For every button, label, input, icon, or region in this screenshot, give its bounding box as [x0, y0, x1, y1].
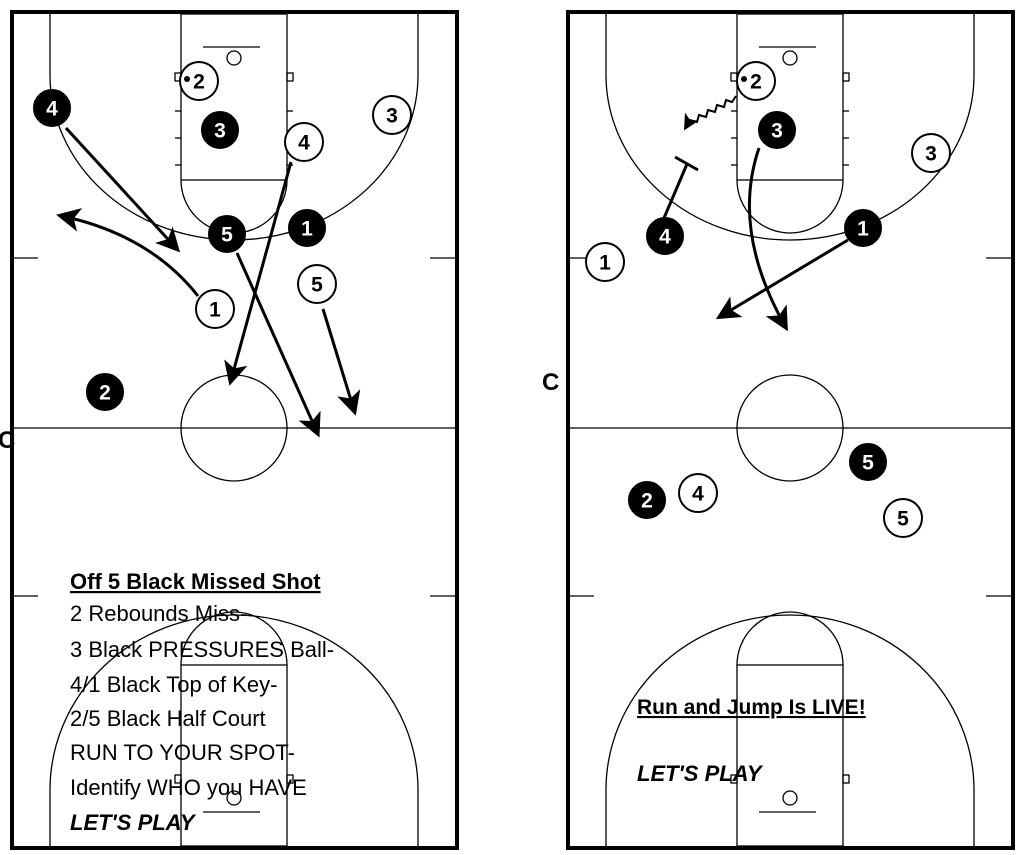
arrow-black-3: [747, 147, 788, 332]
movement-arrows: [662, 95, 849, 332]
player-black: 5: [208, 215, 246, 253]
note-line: Identify WHO you HAVE: [70, 775, 307, 800]
player-white: 2: [179, 61, 219, 101]
player-white: 2: [736, 61, 776, 101]
player-black: 1: [844, 209, 882, 247]
svg-text:1: 1: [857, 218, 869, 241]
note-line: 2/5 Black Half Court: [70, 706, 266, 731]
svg-text:5: 5: [897, 508, 909, 531]
note-line: 2 Rebounds Miss-: [70, 601, 247, 626]
player-white: 3: [372, 95, 412, 135]
arrow-white-5: [321, 308, 361, 416]
player-white: 4: [678, 473, 718, 513]
player-black: 4: [646, 217, 684, 255]
svg-text:4: 4: [46, 98, 58, 121]
svg-text:5: 5: [862, 452, 874, 475]
svg-text:3: 3: [386, 105, 398, 128]
svg-text:1: 1: [209, 299, 221, 322]
screen-black-4: [662, 163, 689, 219]
play-notes: Run and Jump Is LIVE! LET'S PLAY: [637, 696, 866, 786]
svg-text:3: 3: [214, 120, 226, 143]
player-white: 3: [911, 133, 951, 173]
arrow-black-1: [715, 238, 849, 320]
note-line: 3 Black PRESSURES Ball-: [70, 637, 334, 662]
left-court: C 4 3 5 1 2 2 3 4 1 5 Off 5 Black Missed…: [0, 10, 459, 850]
svg-text:4: 4: [659, 226, 671, 249]
arrow-black-5: [235, 252, 321, 438]
svg-text:5: 5: [311, 274, 323, 297]
arrow-white-4: [224, 161, 293, 386]
svg-text:2: 2: [99, 382, 111, 405]
notes-closing: LET'S PLAY: [70, 810, 197, 835]
svg-text:2: 2: [750, 71, 762, 94]
svg-text:5: 5: [221, 224, 233, 247]
dribble-arrow-white-2: [684, 95, 737, 131]
svg-text:2: 2: [641, 490, 653, 513]
arrow-black-4: [64, 126, 181, 253]
player-black: 2: [86, 373, 124, 411]
movement-arrows: [56, 126, 361, 438]
screen-bar: [674, 155, 699, 172]
player-white: 1: [195, 289, 235, 329]
notes-title: Off 5 Black Missed Shot: [70, 569, 321, 594]
player-black: 1: [288, 209, 326, 247]
note-line: 4/1 Black Top of Key-: [70, 672, 278, 697]
right-court: C 3 1 4 5 2 2 3 1 4 5 Run and Jump Is LI…: [542, 10, 1015, 850]
note-line: RUN TO YOUR SPOT-: [70, 740, 295, 765]
player-black: 5: [849, 443, 887, 481]
player-black: 2: [628, 481, 666, 519]
player-black: 4: [33, 89, 71, 127]
notes-title: Run and Jump Is LIVE!: [637, 696, 866, 719]
svg-text:4: 4: [298, 132, 310, 155]
player-white: 1: [585, 242, 625, 282]
player-white: 5: [883, 498, 923, 538]
arrow-white-1: [56, 208, 200, 297]
svg-text:3: 3: [925, 143, 937, 166]
svg-text:1: 1: [301, 218, 313, 241]
player-white: 5: [297, 264, 337, 304]
player-black: 3: [201, 111, 239, 149]
svg-text:4: 4: [692, 483, 704, 506]
svg-text:2: 2: [193, 71, 205, 94]
play-notes: Off 5 Black Missed Shot 2 Rebounds Miss-…: [70, 569, 334, 835]
player-white: 4: [284, 122, 324, 162]
svg-text:3: 3: [771, 120, 783, 143]
svg-text:1: 1: [599, 252, 611, 275]
notes-closing: LET'S PLAY: [637, 761, 764, 786]
center-label: C: [542, 369, 559, 396]
player-black: 3: [758, 111, 796, 149]
center-label: C: [0, 427, 15, 454]
